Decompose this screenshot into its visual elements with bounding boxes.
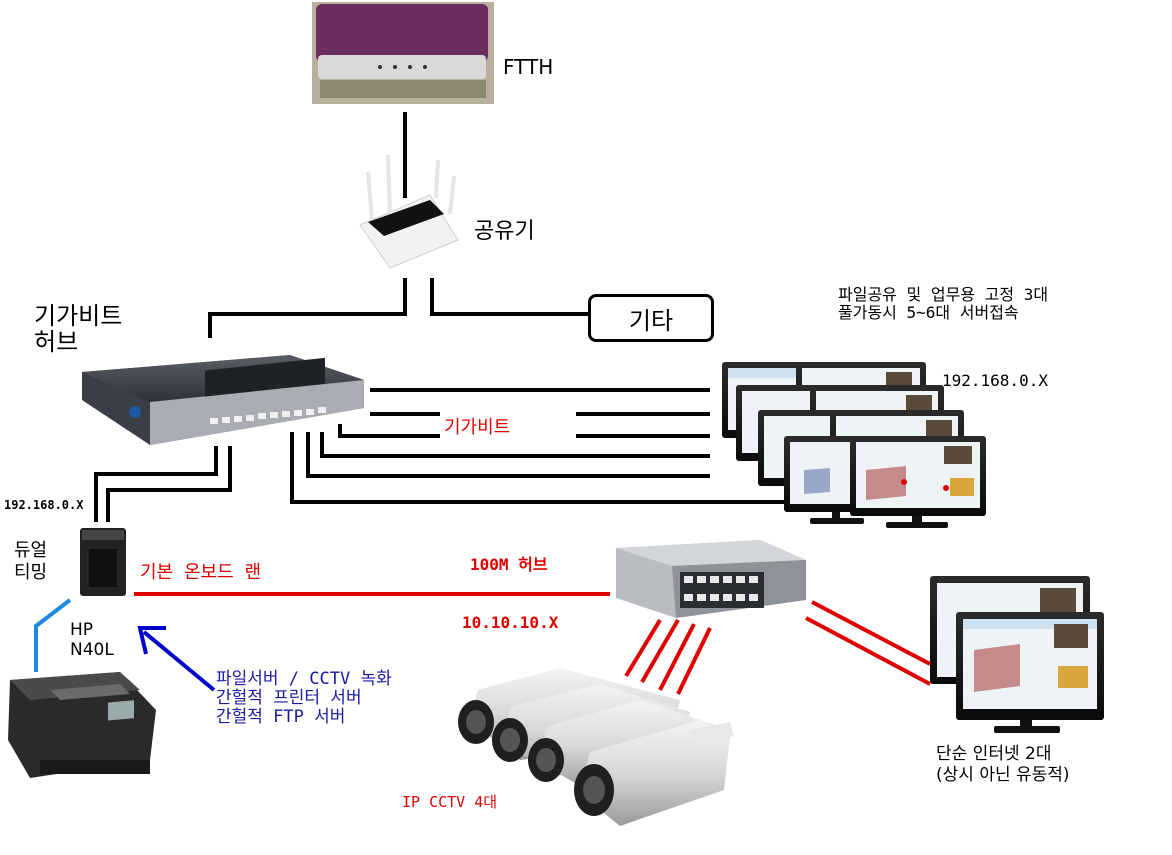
pc-group-note-line1: 파일공유 및 업무용 고정 3대: [838, 285, 1049, 304]
ftth-modem-icon: [312, 2, 494, 104]
server-role-line1: 파일서버 / CCTV 녹화: [216, 669, 392, 689]
server-icon: [80, 528, 126, 596]
onboard-lan-label: 기본 온보드 랜: [140, 562, 262, 583]
office-pc-group-icon: [722, 362, 986, 528]
dual-teaming-label-line2: 티밍: [14, 562, 48, 583]
server-role-note: 파일서버 / CCTV 녹화 간헐적 프린터 서버 간헐적 FTP 서버: [216, 670, 392, 727]
gigabit-hub-label-line2: 허브: [34, 328, 79, 356]
server-model-label-line2: N40L: [70, 640, 114, 660]
internet-pc-line1: 단순 인터넷 2대: [936, 744, 1052, 764]
printer-link: [34, 598, 72, 672]
fast-hub-icon: [616, 540, 806, 618]
gigabit-hub-label: 기가비트 허브: [34, 303, 122, 355]
cctv-subnet-label: 10.10.10.X: [462, 613, 559, 632]
etc-box: 기타: [588, 294, 714, 342]
pc-subnet-label: 192.168.0.X: [942, 371, 1048, 390]
ftth-label: FTTH: [503, 55, 554, 79]
internet-pc-group-icon: [930, 576, 1104, 733]
internet-pc-line2: (상시 아닌 유동적): [936, 765, 1070, 785]
etc-label: 기타: [628, 306, 674, 335]
dual-teaming-label: 듀얼 티밍: [14, 540, 47, 584]
ip-cctv-cameras-icon: [458, 668, 734, 826]
server-model-label: HP N40L: [70, 620, 114, 660]
gigabit-hub-label-line1: 기가비트: [34, 302, 123, 330]
printer-icon: [8, 672, 156, 778]
gigabit-links: [94, 112, 784, 522]
gigabit-switch-icon: [82, 355, 364, 445]
router-label: 공유기: [474, 219, 535, 244]
cctv-label: IP CCTV 4대: [402, 793, 498, 811]
router-icon: [359, 154, 459, 269]
server-role-line2: 간헐적 프린터 서버: [216, 688, 362, 708]
fast-links: [134, 592, 931, 695]
dual-teaming-label-line1: 듀얼: [14, 540, 48, 561]
server-role-line3: 간헐적 FTP 서버: [216, 707, 346, 727]
internet-pc-note: 단순 인터넷 2대 (상시 아닌 유동적): [936, 744, 1070, 786]
server-model-label-line1: HP: [70, 620, 94, 640]
annotation-arrow: [137, 626, 216, 692]
pc-group-note: 파일공유 및 업무용 고정 3대 풀가동시 5~6대 서버접속: [838, 286, 1048, 322]
server-subnet-label: 192.168.0.X: [4, 498, 84, 512]
pc-group-note-line2: 풀가동시 5~6대 서버접속: [838, 303, 1019, 322]
gigabit-link-label: 기가비트: [444, 417, 511, 438]
fast-hub-label: 100M 허브: [470, 555, 548, 574]
